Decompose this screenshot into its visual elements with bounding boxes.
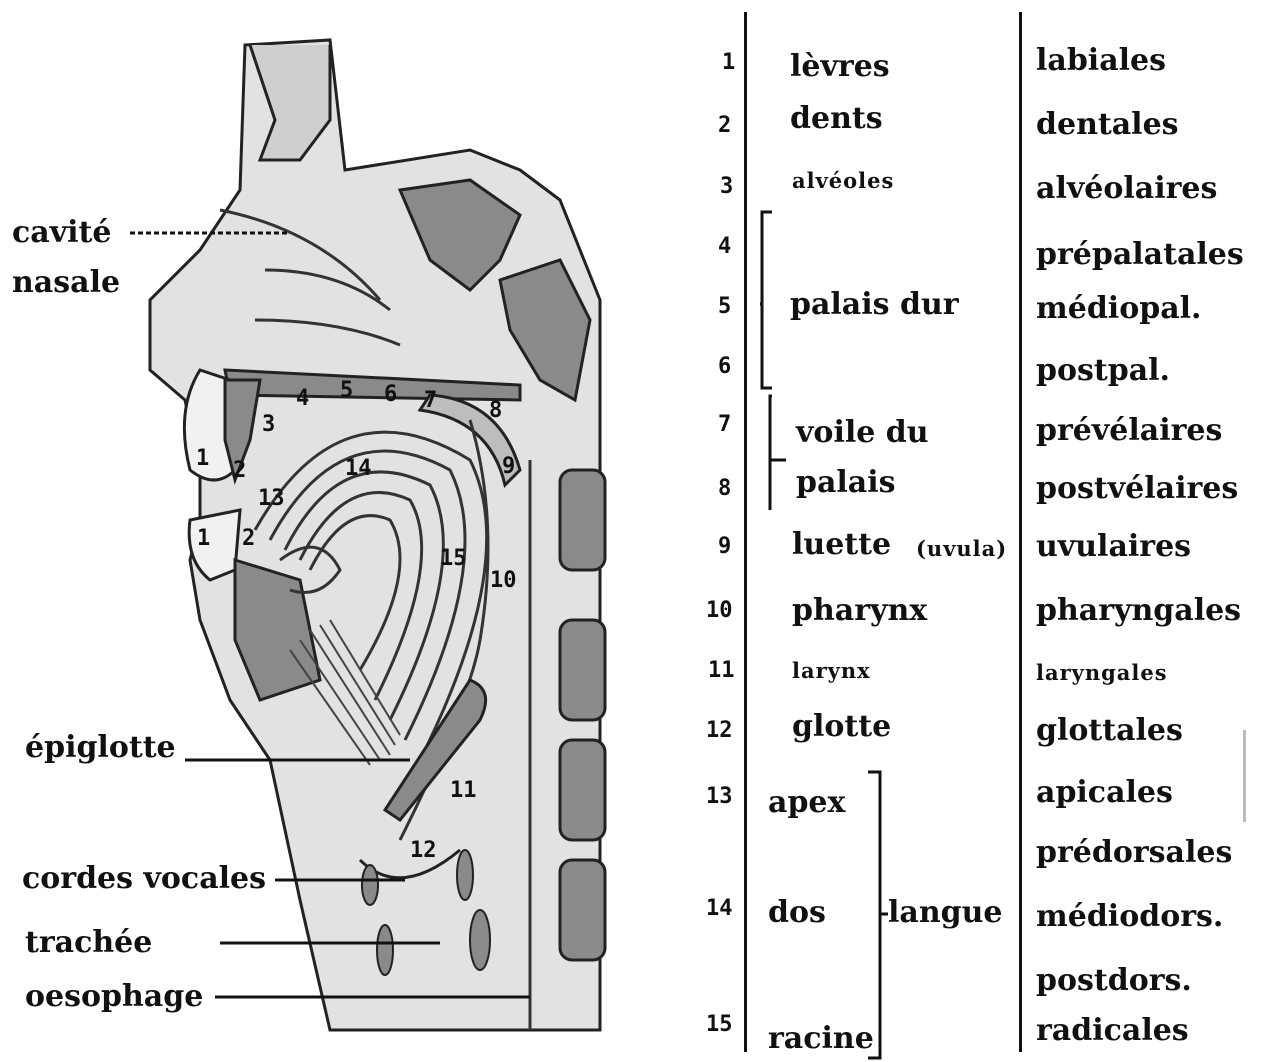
row-number-13: 13 bbox=[706, 786, 733, 808]
row-number-14: 14 bbox=[706, 898, 733, 920]
marker-7: 7 bbox=[424, 390, 437, 412]
marker-1-upper: 1 bbox=[196, 448, 209, 470]
place-predorsales: prédorsales bbox=[1036, 838, 1232, 868]
row-number-8: 8 bbox=[718, 478, 731, 500]
bracket-voile bbox=[770, 396, 786, 510]
label-cordes-vocales: cordes vocales bbox=[22, 864, 266, 894]
row-number-4: 4 bbox=[718, 236, 731, 258]
organ-levres: lèvres bbox=[790, 52, 890, 82]
organ-alveoles: alvéoles bbox=[792, 170, 894, 191]
scroll-mark bbox=[1243, 730, 1246, 822]
row-number-1: 1 bbox=[722, 52, 735, 74]
row-number-7: 7 bbox=[718, 414, 731, 436]
label-epiglotte: épiglotte bbox=[25, 733, 176, 763]
marker-11: 11 bbox=[450, 780, 477, 802]
label-trachee: trachée bbox=[25, 928, 152, 958]
table-divider-left bbox=[744, 12, 747, 1052]
place-prevelaires: prévélaires bbox=[1036, 416, 1222, 446]
vocal-cord-right bbox=[457, 850, 473, 900]
bracket-palais-dur bbox=[760, 212, 772, 388]
vocal-cord-left bbox=[362, 865, 378, 905]
place-dentales: dentales bbox=[1036, 110, 1179, 140]
bracket-langue bbox=[868, 772, 888, 1058]
vertebrae bbox=[560, 470, 605, 960]
place-glottales: glottales bbox=[1036, 716, 1183, 746]
place-apicales: apicales bbox=[1036, 778, 1173, 808]
place-radicales: radicales bbox=[1036, 1016, 1189, 1046]
marker-3: 3 bbox=[262, 414, 275, 436]
row-number-15: 15 bbox=[706, 1014, 733, 1036]
marker-5: 5 bbox=[340, 380, 353, 402]
organ-dents: dents bbox=[790, 104, 883, 134]
place-prepalatales: prépalatales bbox=[1036, 240, 1244, 270]
place-pharyngales: pharyngales bbox=[1036, 596, 1241, 626]
label-oesophage: oesophage bbox=[25, 982, 203, 1012]
marker-1-lower: 1 bbox=[197, 528, 210, 550]
marker-2-upper: 2 bbox=[233, 460, 246, 482]
oesophagus-ring bbox=[470, 910, 490, 970]
row-number-5: 5 bbox=[718, 296, 731, 318]
row-number-6: 6 bbox=[718, 356, 731, 378]
table-brackets bbox=[760, 200, 890, 1060]
place-postdors: postdors. bbox=[1036, 966, 1192, 996]
marker-4: 4 bbox=[296, 388, 309, 410]
vocal-tract-diagram bbox=[0, 0, 700, 1062]
row-number-2: 2 bbox=[718, 115, 731, 137]
marker-2-lower: 2 bbox=[242, 528, 255, 550]
place-mediopal: médiopal. bbox=[1036, 294, 1201, 324]
row-number-11: 11 bbox=[708, 660, 735, 682]
label-nasale: nasale bbox=[12, 268, 120, 298]
place-alveolaires: alvéolaires bbox=[1036, 174, 1217, 204]
row-number-12: 12 bbox=[706, 720, 733, 742]
row-number-9: 9 bbox=[718, 536, 731, 558]
place-mediodors: médiodors. bbox=[1036, 902, 1223, 932]
place-postpal: postpal. bbox=[1036, 356, 1170, 386]
row-number-3: 3 bbox=[720, 176, 733, 198]
organ-uvula: (uvula) bbox=[916, 538, 1007, 559]
marker-9: 9 bbox=[502, 456, 515, 478]
marker-14: 14 bbox=[345, 458, 372, 480]
trachea-ring bbox=[377, 925, 393, 975]
place-laryngales: laryngales bbox=[1036, 662, 1168, 683]
marker-15: 15 bbox=[440, 548, 467, 570]
marker-10: 10 bbox=[490, 570, 517, 592]
table-divider-right bbox=[1019, 12, 1022, 1052]
label-cavite: cavité bbox=[12, 218, 111, 248]
place-postvelaires: postvélaires bbox=[1036, 474, 1238, 504]
place-labiales: labiales bbox=[1036, 46, 1166, 76]
organ-langue: langue bbox=[888, 898, 1003, 928]
place-uvulaires: uvulaires bbox=[1036, 532, 1191, 562]
row-number-10: 10 bbox=[706, 600, 733, 622]
marker-8: 8 bbox=[489, 400, 502, 422]
marker-13: 13 bbox=[258, 488, 285, 510]
marker-6: 6 bbox=[384, 384, 397, 406]
marker-12: 12 bbox=[410, 840, 437, 862]
